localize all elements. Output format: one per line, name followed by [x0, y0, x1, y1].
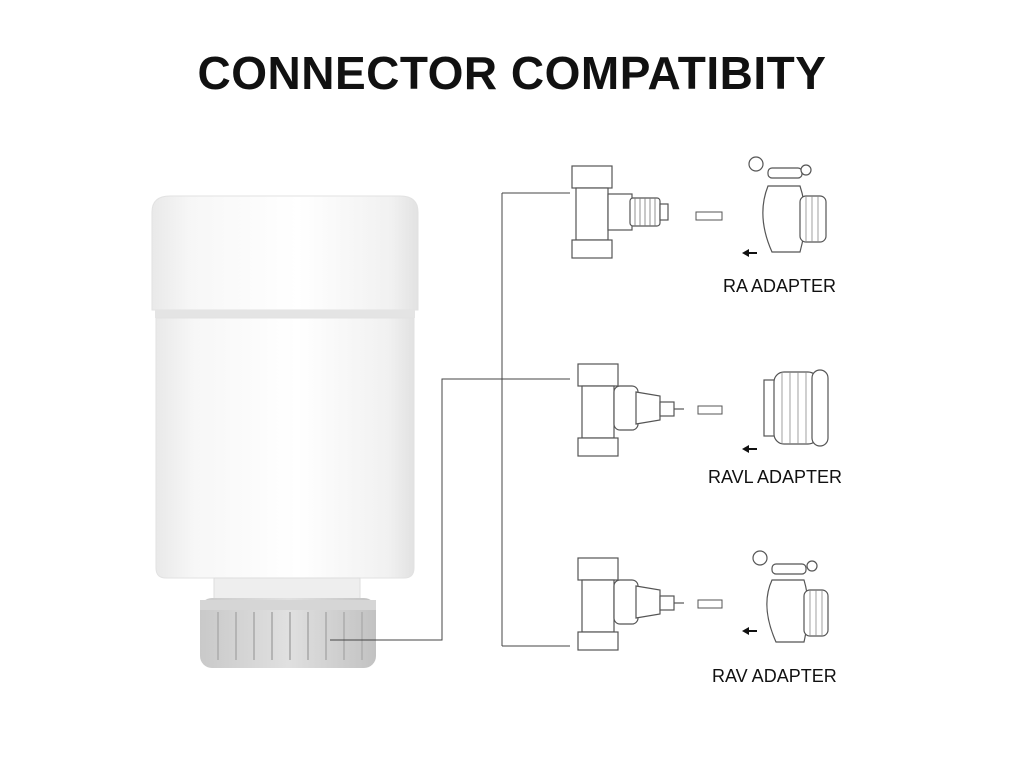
adapter-label-rav: RAV ADAPTER [712, 666, 837, 686]
adapter-label-ravl: RAVL ADAPTER [708, 467, 843, 487]
page-title: CONNECTOR COMPATIBITY [197, 47, 827, 99]
connector-pin-3 [697, 599, 723, 609]
valve-body-3 [577, 557, 684, 651]
thermostat-head [151, 195, 419, 601]
connector-pin-2 [697, 405, 723, 415]
ra-adapter-illustration [748, 156, 827, 253]
ravl-adapter-illustration [763, 369, 829, 447]
arrow-icon [742, 627, 757, 635]
arrow-icon [742, 249, 757, 257]
mounting-nut [200, 598, 376, 668]
valve-body-2 [577, 363, 684, 457]
connector-pin-1 [695, 211, 723, 221]
connector-lines [330, 192, 570, 647]
rav-adapter-illustration [752, 550, 829, 643]
adapter-label-ra: RA ADAPTER [723, 276, 837, 296]
arrow-icon [742, 445, 757, 453]
valve-body-1 [571, 165, 669, 259]
